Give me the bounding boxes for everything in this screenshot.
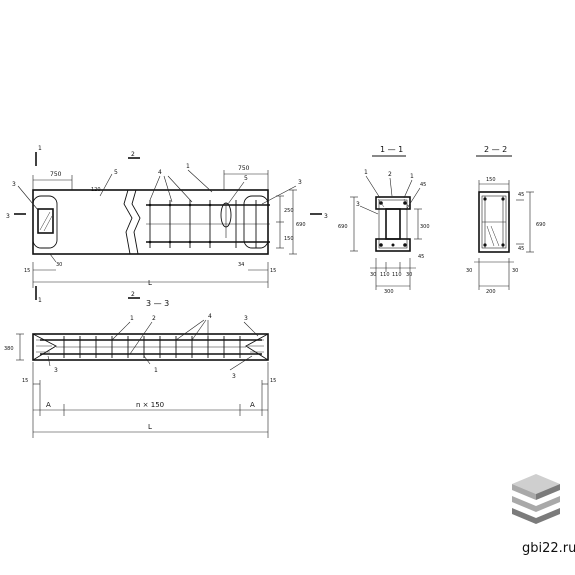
callout-3-s3-bottom: 3 xyxy=(232,373,236,380)
section-2-2-labels: 2 — 2 150 45 690 45 30 30 200 xyxy=(466,145,546,295)
dim-200-s2: 200 xyxy=(486,289,496,295)
callout-2-s3: 2 xyxy=(152,315,156,322)
dim-45-s1-top: 45 xyxy=(420,182,426,188)
dim-30-s1-right: 30 xyxy=(406,272,412,278)
section-3-3-view xyxy=(16,319,269,438)
callout-2-s1: 2 xyxy=(388,171,392,178)
dim-380: 380 xyxy=(4,346,14,352)
dim-L-s3: L xyxy=(148,423,152,431)
dim-45-s2-top: 45 xyxy=(518,192,524,198)
callout-1-s3-bottom: 1 xyxy=(154,367,158,374)
dim-15-s3-left: 15 xyxy=(22,378,28,384)
plan-view-labels: 750 750 120 L 15 30 34 15 250 150 690 1 … xyxy=(6,145,328,304)
dim-A-right: A xyxy=(250,401,255,409)
section-3-3-labels: 3 — 3 380 15 15 A A n × 150 L 1 2 4 3 1 … xyxy=(4,299,276,431)
callout-3-plan-left: 3 xyxy=(12,181,16,188)
dim-150-s2: 150 xyxy=(486,177,496,183)
dim-110-s1-right: 110 xyxy=(392,272,402,278)
callout-3-plan-right: 3 xyxy=(298,179,302,186)
dim-45-s2-bottom: 45 xyxy=(518,246,524,252)
dim-150: 150 xyxy=(284,236,294,242)
callout-1-s3: 1 xyxy=(130,315,134,322)
section-1-1-title: 1 — 1 xyxy=(380,145,403,154)
dim-30-s2-right: 30 xyxy=(512,268,518,274)
plan-view xyxy=(14,152,322,300)
callout-3-s3-left: 3 xyxy=(54,367,58,374)
callout-1-s1-left: 1 xyxy=(364,169,368,176)
section-1-1-labels: 1 — 1 1 2 1 3 45 690 300 45 30 110 110 3… xyxy=(338,145,430,295)
dim-15-right: 15 xyxy=(270,268,276,274)
callout-4-s3: 4 xyxy=(208,313,212,320)
section-1-1-view xyxy=(350,155,422,290)
cut-1-top: 1 xyxy=(38,145,42,152)
cut-2-bottom: 2 xyxy=(131,291,135,298)
callout-4-plan: 4 xyxy=(158,169,162,176)
dim-34: 34 xyxy=(238,262,244,268)
dim-n-x-150: n × 150 xyxy=(136,401,164,409)
dim-15-left: 15 xyxy=(24,268,30,274)
dim-600-s1: 300 xyxy=(420,224,430,230)
dim-690-s1: 690 xyxy=(338,224,348,230)
dim-690: 690 xyxy=(296,222,306,228)
dim-30: 30 xyxy=(56,262,62,268)
cut-3-left: 3 xyxy=(6,213,10,220)
dim-15-s3-right: 15 xyxy=(270,378,276,384)
dim-750-right: 750 xyxy=(238,165,250,172)
cut-2-top: 2 xyxy=(131,151,135,158)
section-2-2-view xyxy=(474,155,534,290)
cut-1-bottom: 1 xyxy=(38,297,42,304)
section-2-2-title: 2 — 2 xyxy=(484,145,507,154)
dim-110-s1-left: 110 xyxy=(380,272,390,278)
dim-690-s2: 690 xyxy=(536,222,546,228)
callout-1-plan: 1 xyxy=(186,163,190,170)
callout-5-plan-left: 5 xyxy=(114,169,118,176)
dim-L: L xyxy=(148,279,152,287)
cut-3-right: 3 xyxy=(324,213,328,220)
site-logo xyxy=(512,474,560,524)
dim-300-s1: 300 xyxy=(384,289,394,295)
callout-5-plan-right: 5 xyxy=(244,175,248,182)
dim-120: 120 xyxy=(91,187,101,193)
dim-A-left: A xyxy=(46,401,51,409)
section-3-3-title: 3 — 3 xyxy=(146,299,169,308)
callout-3-s3-right: 3 xyxy=(244,315,248,322)
dim-30-s1-left: 30 xyxy=(370,272,376,278)
dim-750-left: 750 xyxy=(50,171,62,178)
dim-30-s2-left: 30 xyxy=(466,268,472,274)
site-watermark: gbi22.ru xyxy=(522,541,575,556)
callout-3-s1: 3 xyxy=(356,201,360,208)
dim-250: 250 xyxy=(284,208,294,214)
callout-1-s1-right: 1 xyxy=(410,173,414,180)
dim-45-s1-bottom: 45 xyxy=(418,254,424,260)
